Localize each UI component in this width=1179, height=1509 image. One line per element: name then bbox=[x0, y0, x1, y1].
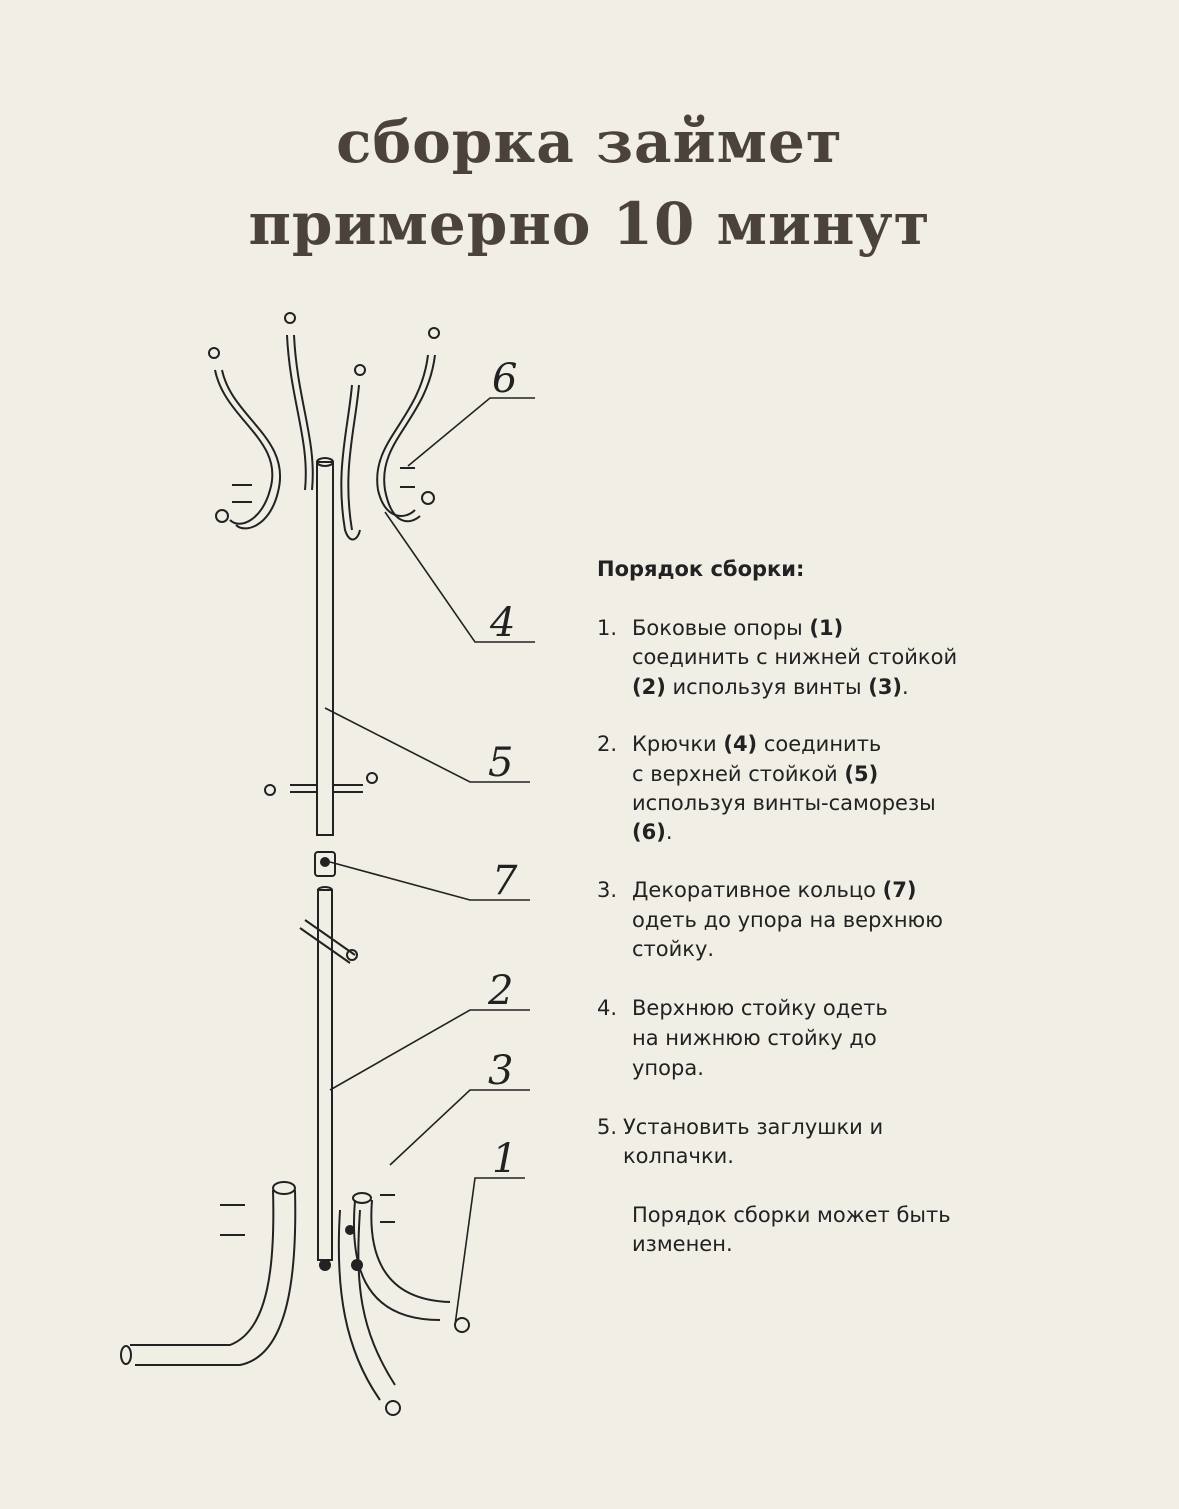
callout-7: 7 bbox=[492, 858, 518, 904]
callout-3: 3 bbox=[488, 1048, 513, 1094]
step-text: Боковые опоры bbox=[632, 616, 810, 640]
step-number: 5. bbox=[597, 1115, 618, 1139]
step-text: . bbox=[665, 820, 673, 844]
step-line: Боковые опоры (1) bbox=[632, 616, 843, 640]
base-legs bbox=[120, 1181, 470, 1416]
callout-1: 1 bbox=[492, 1136, 517, 1182]
callout-6: 6 bbox=[492, 356, 517, 402]
callout-2: 2 bbox=[487, 968, 513, 1014]
step-text: (2) bbox=[632, 675, 666, 699]
decorative-ring bbox=[314, 851, 336, 877]
step-text: Декоративное кольцо bbox=[632, 878, 883, 902]
step-line: одеть до упора на верхнюю bbox=[632, 908, 943, 932]
step-line: на нижнюю стойку до bbox=[632, 1026, 877, 1050]
step-text: (1) bbox=[809, 616, 844, 640]
step-line: Верхнюю стойку одеть bbox=[632, 996, 888, 1020]
note-line: изменен. bbox=[632, 1232, 733, 1256]
instructions-heading: Порядок сборки: bbox=[597, 557, 805, 581]
callout-5: 5 bbox=[488, 740, 513, 786]
step-text: (5) bbox=[844, 762, 879, 786]
step-text: (7) bbox=[882, 878, 917, 902]
step-text: (3) bbox=[868, 675, 903, 699]
step-line: упора. bbox=[632, 1056, 704, 1080]
step-text: упора. bbox=[632, 1056, 704, 1080]
callout-4: 4 bbox=[489, 600, 515, 646]
step-line: с верхней стойкой (5) bbox=[632, 762, 878, 786]
step-line: Установить заглушки и bbox=[623, 1115, 883, 1139]
step-line: соединить с нижней стойкой bbox=[632, 645, 957, 669]
step-line: (6). bbox=[632, 820, 673, 844]
step-number: 4. bbox=[597, 996, 618, 1020]
note-line: Порядок сборки может быть bbox=[632, 1203, 951, 1227]
step-text: Верхнюю стойку одеть bbox=[632, 996, 888, 1020]
title-line-2: примерно 10 минут bbox=[248, 190, 931, 258]
step-text: . bbox=[902, 675, 909, 699]
step-line: используя винты-саморезы bbox=[632, 791, 936, 815]
step-line: стойку. bbox=[632, 937, 714, 961]
step-text: (4) bbox=[723, 732, 758, 756]
step-text: соединить bbox=[757, 732, 882, 756]
step-text: соединить с нижней стойкой bbox=[632, 645, 958, 669]
step-number: 2. bbox=[597, 732, 618, 756]
step-text: колпачки. bbox=[623, 1144, 734, 1168]
title-line-1: сборка займет bbox=[336, 108, 843, 176]
step-number: 1. bbox=[597, 616, 618, 640]
step-line: Крючки (4) соединить bbox=[632, 732, 881, 756]
cross-bar bbox=[264, 772, 378, 796]
step-line: Декоративное кольцо (7) bbox=[632, 878, 916, 902]
callout-lines bbox=[324, 397, 535, 1326]
step-text: Крючки bbox=[632, 732, 724, 756]
step-text: (6) bbox=[632, 820, 666, 844]
step-number: 3. bbox=[597, 878, 618, 902]
step-text: используя винты-саморезы bbox=[632, 791, 936, 815]
step-text: используя винты bbox=[665, 675, 869, 699]
step-text: стойку. bbox=[632, 937, 715, 961]
step-text: одеть до упора на верхнюю bbox=[632, 908, 943, 932]
lower-pole bbox=[299, 886, 358, 1261]
upper-pole bbox=[316, 457, 334, 836]
step-text: Установить заглушки и bbox=[623, 1115, 884, 1139]
step-text: с верхней стойкой bbox=[632, 762, 845, 786]
step-text: на нижнюю стойку до bbox=[632, 1026, 877, 1050]
hooks bbox=[208, 312, 440, 541]
step-line: (2) используя винты (3). bbox=[632, 675, 909, 699]
step-line: колпачки. bbox=[623, 1144, 734, 1168]
